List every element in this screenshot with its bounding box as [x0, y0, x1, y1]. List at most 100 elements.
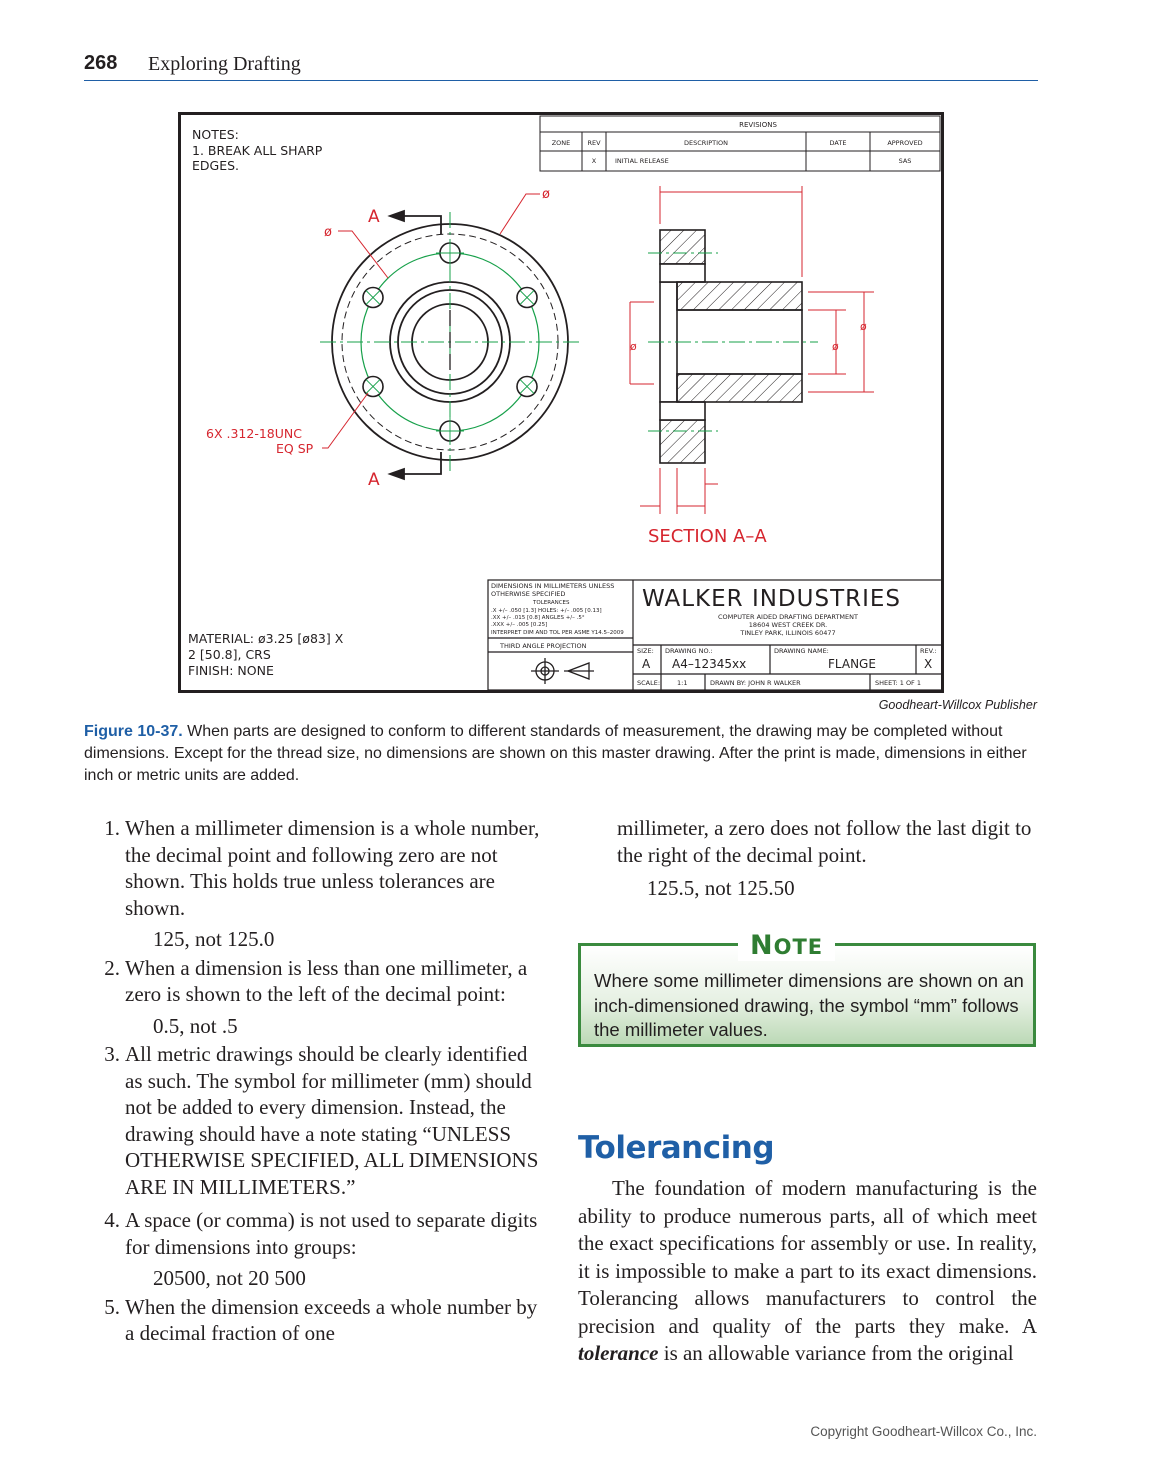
revisions-column: DESCRIPTION — [684, 139, 728, 147]
revisions-block — [539, 115, 941, 172]
list-item: 3. All metric drawings should be clearly… — [90, 1041, 550, 1200]
bolt-hole-centerlines — [365, 239, 535, 445]
list-number: 5. — [104, 1294, 120, 1319]
tolerance-line: OTHERWISE SPECIFIED — [491, 590, 565, 598]
diameter-symbol: ø — [630, 340, 637, 353]
list-item-text: A space (or comma) is not used to separa… — [125, 1208, 538, 1259]
list-item-example: 125.5, not 125.50 — [647, 876, 795, 900]
list-item-text: All metric drawings should be clearly id… — [125, 1042, 539, 1199]
notes-line: EDGES. — [192, 158, 239, 173]
figure-caption: Figure 10-37. When parts are designed to… — [84, 721, 1039, 787]
drawing-name-label: DRAWING NAME: — [774, 647, 829, 655]
list-item-example: 125, not 125.0 — [153, 927, 275, 951]
diameter-symbol: ø — [860, 320, 867, 333]
rev-label: REV.: — [920, 647, 937, 655]
note-heading: NOTE — [738, 930, 836, 961]
leader-line — [499, 193, 540, 235]
paragraph-text: The foundation of modern manufacturing i… — [578, 1176, 1037, 1338]
diameter-symbol: ø — [324, 225, 332, 240]
drawing-no-value: A4–12345xx — [672, 657, 746, 671]
list-item-example: 0.5, not .5 — [153, 1013, 238, 1038]
tolerance-line: INTERPRET DIM AND TOL PER ASME Y14.5–200… — [491, 630, 624, 636]
company-name: WALKER INDUSTRIES — [642, 586, 901, 612]
material-note: MATERIAL: ø3.25 [ø83] X — [188, 631, 344, 646]
cutting-plane-line — [387, 209, 442, 481]
revisions-column: ZONE — [552, 139, 571, 147]
section-title: SECTION A–A — [648, 526, 767, 547]
note-heading-rest: OTE — [773, 935, 824, 959]
list-item: 1. When a millimeter dimension is a whol… — [90, 815, 550, 953]
list-item: 4. A space (or comma) is not used to sep… — [90, 1207, 550, 1292]
list-item-example: 20500, not 20 500 — [153, 1266, 306, 1290]
key-term: tolerance — [578, 1341, 659, 1365]
revisions-title: REVISIONS — [739, 121, 777, 129]
tolerance-line: DIMENSIONS IN MILLIMETERS UNLESS — [491, 582, 614, 590]
list-item: 5. When the dimension exceeds a whole nu… — [90, 1294, 550, 1347]
figure-label: Figure 10-37. — [84, 723, 183, 740]
material-note: 2 [50.8], CRS — [188, 647, 271, 662]
note-text: Where some millimeter dimensions are sho… — [594, 970, 1024, 1040]
revisions-cell: X — [592, 157, 597, 165]
list-number: 3. — [104, 1042, 120, 1066]
diameter-symbol: ø — [832, 340, 839, 353]
section-heading: Tolerancing — [578, 1130, 775, 1166]
scale-label: SCALE: — [637, 679, 660, 687]
drawn-by: DRAWN BY: JOHN R WALKER — [710, 679, 801, 687]
company-address: 18604 WEST CREEK DR. — [749, 621, 827, 629]
revisions-column: DATE — [830, 139, 847, 147]
company-address: TINLEY PARK, ILLINOIS 60477 — [739, 629, 835, 637]
projection-label: THIRD ANGLE PROJECTION — [499, 642, 587, 650]
revisions-column: REV — [587, 139, 601, 147]
dimension-lines — [629, 186, 874, 514]
paragraph-text: is an allowable variance from the origin… — [658, 1341, 1014, 1365]
running-head-title: Exploring Drafting — [148, 53, 301, 75]
diameter-symbol: ø — [542, 187, 550, 202]
leader-line — [322, 392, 369, 449]
size-label: SIZE: — [637, 647, 654, 655]
list-item-text: When a millimeter dimension is a whole n… — [125, 816, 540, 920]
revisions-cell: SAS — [899, 157, 912, 165]
figure-caption-text: When parts are designed to conform to di… — [84, 723, 1027, 784]
tolerance-line: TOLERANCES — [532, 600, 570, 606]
section-label-a: A — [368, 207, 380, 227]
notes-line: 1. BREAK ALL SHARP — [192, 143, 323, 158]
page-number: 268 — [84, 52, 118, 74]
third-angle-projection-symbol — [531, 658, 594, 684]
title-block-frame — [487, 579, 943, 691]
copyright-footer: Copyright Goodheart-Willcox Co., Inc. — [810, 1424, 1037, 1439]
material-note: FINISH: NONE — [188, 663, 274, 678]
list-number: 4. — [104, 1208, 120, 1232]
tolerance-line: .X +/– .050 [1.3] HOLES: +/– .005 [0.13] — [491, 608, 602, 614]
drawing-border — [178, 112, 944, 693]
note-heading-initial: N — [750, 930, 774, 961]
scale-value: 1:1 — [677, 679, 687, 687]
flange-section-view — [648, 229, 818, 464]
thread-callout: 6X .312-18UNC — [206, 426, 302, 441]
list-item-text: When the dimension exceeds a whole numbe… — [125, 1294, 538, 1346]
sheet-number: SHEET: 1 OF 1 — [875, 679, 921, 687]
flange-front-view — [320, 212, 580, 472]
flange-technical-drawing: NOTES: 1. BREAK ALL SHARP EDGES. REVISIO… — [178, 112, 944, 693]
tolerance-line: .XX +/– .015 [0.8] ANGLES +/– .5° — [491, 615, 585, 621]
header-rule — [84, 80, 1038, 81]
revisions-column: APPROVED — [887, 139, 922, 147]
list-item: 2. When a dimension is less than one mil… — [90, 955, 550, 1040]
note-box: NOTE Where some millimeter dimensions ar… — [578, 932, 1036, 1047]
section-label-a: A — [368, 470, 380, 490]
notes-line: NOTES: — [192, 127, 239, 142]
list-number: 1. — [104, 816, 120, 840]
revisions-cell: INITIAL RELEASE — [615, 157, 669, 165]
list-number: 2. — [104, 955, 120, 980]
list-item-text: When a dimension is less than one millim… — [125, 955, 528, 1007]
rev-value: X — [924, 657, 932, 671]
list-item-continued: millimeter, a zero does not follow the l… — [617, 815, 1042, 902]
list-item-text: millimeter, a zero does not follow the l… — [617, 816, 1032, 867]
tolerance-line: .XXX +/– .005 [0.25] — [491, 622, 547, 628]
thread-callout: EQ SP — [276, 441, 314, 456]
image-credit: Goodheart-Willcox Publisher — [878, 698, 1037, 712]
company-address: COMPUTER AIDED DRAFTING DEPARTMENT — [718, 613, 858, 621]
drawing-no-label: DRAWING NO.: — [665, 647, 713, 655]
drawing-name-value: FLANGE — [828, 657, 876, 671]
leader-line — [338, 230, 389, 279]
body-paragraph: The foundation of modern manufacturing i… — [578, 1175, 1037, 1368]
